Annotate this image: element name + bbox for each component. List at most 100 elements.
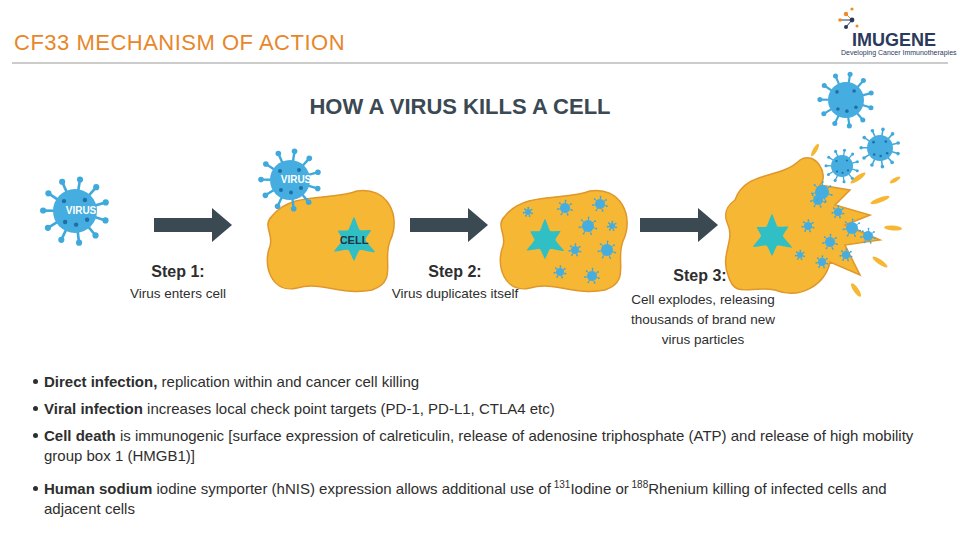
virus-knob <box>557 208 559 210</box>
virus-particle <box>553 265 566 278</box>
virus-knob <box>595 228 597 230</box>
virus-knob <box>874 237 876 239</box>
virus-knob <box>862 156 866 160</box>
virus-particle <box>592 196 608 212</box>
virus-knob <box>827 263 829 265</box>
virus-knob <box>568 250 570 252</box>
virus-knob <box>868 228 870 230</box>
virus-knob <box>571 254 573 256</box>
virus-knob <box>842 208 844 210</box>
step-description: Virus enters cell <box>93 286 263 302</box>
virus-knob <box>825 247 827 249</box>
virus-knob <box>58 237 64 243</box>
virus-knob <box>862 136 866 140</box>
logo-dot <box>844 12 848 16</box>
virus-knob <box>103 199 109 205</box>
virus-knob <box>40 207 46 213</box>
virus-knob <box>76 240 82 246</box>
virus-label: VIRUS <box>256 174 336 186</box>
virus-body <box>595 199 605 209</box>
virus-knob <box>797 258 799 260</box>
virus-knob <box>827 156 830 159</box>
virus-knob <box>859 146 863 150</box>
virus-knob <box>825 200 827 202</box>
virus-knob <box>851 177 854 180</box>
virus-particle <box>607 221 617 231</box>
virus-knob <box>529 215 531 217</box>
cell-body <box>726 158 880 293</box>
cell-shard <box>870 194 891 206</box>
virus-spot <box>835 90 839 94</box>
virus-knob <box>561 277 563 279</box>
virus-knob <box>263 161 269 167</box>
bullet-item: Human sodiumiodine symporter (hNIS) expr… <box>44 479 914 519</box>
virus-knob <box>555 267 557 269</box>
virus-knob <box>611 221 613 223</box>
virus-knob <box>578 226 580 228</box>
virus-knob <box>852 218 854 220</box>
diagram-heading: HOW A VIRUS KILLS A CELL <box>210 94 710 120</box>
bullet-text: increases local check point targets (PD-… <box>147 400 555 417</box>
virus-knob <box>847 235 849 237</box>
virus-knob <box>808 219 810 221</box>
logo-dot <box>850 7 853 10</box>
virus-particle <box>822 234 838 250</box>
virus-knob <box>861 78 866 83</box>
virus-knob <box>815 262 817 264</box>
virus-knob <box>851 153 854 156</box>
virus-knob <box>856 169 859 172</box>
virus-knob <box>835 237 837 239</box>
virus-spot <box>879 155 882 158</box>
virus-knob <box>102 217 108 223</box>
cell-shard <box>849 171 867 185</box>
virus-body <box>609 223 615 229</box>
virus-knob <box>869 90 874 95</box>
virus-knob <box>822 83 827 88</box>
virus-knob <box>832 248 834 250</box>
virus-knob <box>890 161 894 165</box>
isotope-mass: 131 <box>554 479 571 490</box>
virus-particle <box>597 240 616 259</box>
virus-particle <box>831 205 844 218</box>
virus-particle <box>801 219 814 232</box>
virus-knob <box>856 160 859 163</box>
virus-knob <box>605 199 607 201</box>
virus-knob <box>576 255 578 257</box>
virus-knob <box>594 198 596 200</box>
virus-body <box>525 209 531 215</box>
virus-spot <box>886 152 889 155</box>
virus-knob <box>812 222 814 224</box>
virus-particle <box>568 243 581 256</box>
virus-knob <box>584 276 586 278</box>
virus-body <box>587 271 597 281</box>
virus-spot <box>836 170 838 172</box>
virus-knob <box>525 215 527 217</box>
virus-knob <box>306 199 312 205</box>
virus-knob <box>843 213 845 215</box>
virus-knob <box>315 186 321 192</box>
virus-knob <box>799 250 801 252</box>
isotope-mass: 188 <box>632 479 649 490</box>
virus-knob <box>836 243 838 245</box>
virus-knob <box>881 128 885 132</box>
virus-particle <box>839 248 852 261</box>
virus-spot <box>62 199 66 203</box>
virus-knob <box>586 270 588 272</box>
virus-knob <box>565 273 567 275</box>
virus-knob <box>45 190 51 196</box>
virus-knob <box>315 169 321 175</box>
virus-knob <box>292 149 298 155</box>
step-title: Step 3: <box>620 266 780 285</box>
virus-particle <box>842 218 861 237</box>
cell-nucleus <box>527 219 564 259</box>
virus-knob <box>307 156 313 162</box>
virus-spot <box>873 153 876 156</box>
virus-particle <box>859 128 900 169</box>
virus-knob <box>801 258 803 260</box>
bullet-lead: Viral infection <box>44 400 143 417</box>
virus-knob <box>846 248 848 250</box>
bullet-dot <box>33 406 38 411</box>
virus-knob <box>258 177 264 183</box>
virus-knob <box>873 231 875 233</box>
cell-body <box>267 190 394 291</box>
